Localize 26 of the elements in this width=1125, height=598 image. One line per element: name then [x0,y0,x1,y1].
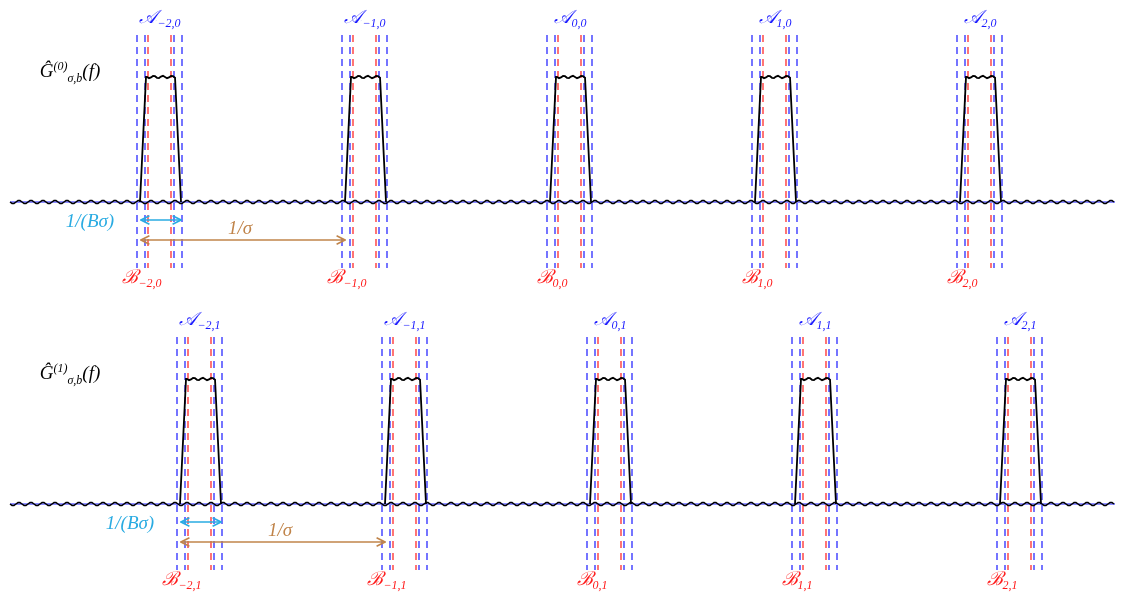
set-label: ℬ$_{1,1}$ [781,568,813,592]
set-label: 𝒜$_{−2,0}$ [139,6,181,30]
set-label: ℬ$_{1,0}$ [741,266,773,290]
dimension-label: 1/σ [227,217,253,237]
dimension-label: 1/σ [267,519,293,539]
set-label: 𝒜$_{−1,1}$ [384,308,426,332]
set-label: 𝒜$_{0,0}$ [553,6,587,30]
dimension-label: 1/(Bσ) [105,512,155,532]
set-label: ℬ$_{−2,1}$ [162,568,202,592]
set-label: ℬ$_{0,0}$ [536,266,568,290]
set-label: 𝒜$_{0,1}$ [593,308,627,332]
set-label: ℬ$_{−1,0}$ [327,266,367,290]
set-label: 𝒜$_{1,0}$ [758,6,792,30]
set-label: ℬ$_{−1,1}$ [367,568,407,592]
function-label: Ĝ$^{(1)}$$_{σ,b}$(f) [39,361,101,387]
set-label: ℬ$_{2,0}$ [946,266,978,290]
set-label: 𝒜$_{2,1}$ [1003,308,1037,332]
set-label: 𝒜$_{−1,0}$ [344,6,386,30]
dimension-label: 1/(Bσ) [65,210,115,230]
function-label: Ĝ$^{(0)}$$_{σ,b}$(f) [39,59,101,85]
set-label: ℬ$_{0,1}$ [576,568,608,592]
set-label: 𝒜$_{2,0}$ [963,6,997,30]
set-label: 𝒜$_{1,1}$ [798,308,832,332]
set-label: ℬ$_{2,1}$ [986,568,1018,592]
set-label: 𝒜$_{−2,1}$ [179,308,221,332]
set-label: ℬ$_{−2,0}$ [122,266,162,290]
